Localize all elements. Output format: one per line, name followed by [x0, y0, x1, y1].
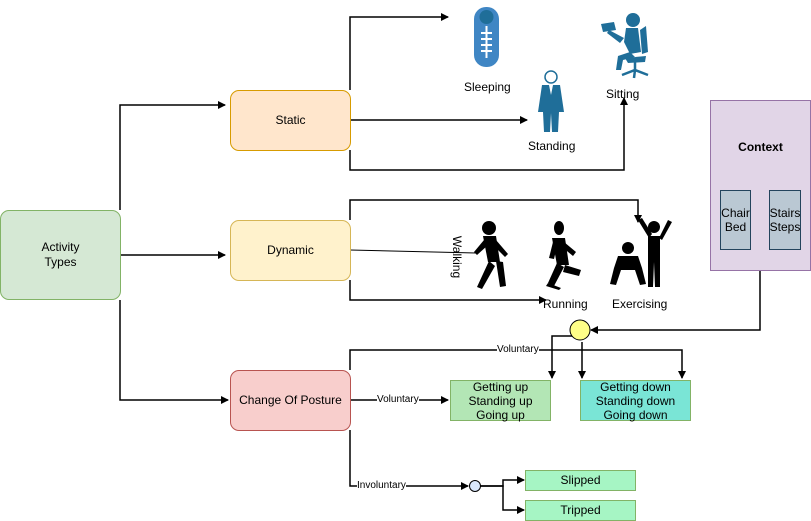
sleeping-icon [474, 7, 499, 67]
edge-fall-slipped [480, 476, 525, 487]
voluntary-top-label: Voluntary [497, 344, 539, 356]
context-junction [569, 319, 591, 341]
voluntary-down-node: Getting down Standing down Going down [580, 380, 691, 422]
edge-static-sleeping [349, 13, 449, 90]
edge-dynamic-exercising [349, 199, 642, 223]
stairs-steps-node: Stairs Steps [769, 190, 801, 250]
chair-bed-node: Chair Bed [720, 190, 751, 250]
edge-fall-tripped [480, 485, 525, 514]
exercising-icon [610, 218, 672, 287]
involuntary-label: Involuntary [357, 480, 406, 492]
edge-posture-fall [349, 430, 469, 490]
standing-icon [538, 70, 564, 132]
static-node: Static [230, 90, 351, 151]
voluntary-mid-label: Voluntary [377, 394, 419, 406]
activity-types-node: Activity Types [0, 210, 121, 300]
edge-static-sitting [349, 97, 628, 171]
change-of-posture-node: Change Of Posture [230, 370, 351, 431]
dynamic-node: Dynamic [230, 220, 351, 281]
sitting-label: Sitting [606, 87, 640, 101]
running-icon [546, 221, 581, 290]
edge-dynamic-walking [349, 249, 477, 254]
exercising-label: Exercising [612, 297, 668, 311]
running-label: Running [543, 297, 588, 311]
sitting-icon [601, 13, 649, 79]
voluntary-up-node: Getting up Standing up Going up [450, 380, 551, 422]
sleeping-label: Sleeping [464, 80, 511, 94]
edge-root-posture [119, 300, 229, 404]
edge-dynamic-running [349, 280, 547, 304]
standing-label: Standing [528, 139, 576, 153]
context-title: Context [738, 140, 783, 154]
edge-junction-up [548, 335, 573, 379]
walking-icon [474, 221, 508, 289]
fall-junction [469, 480, 481, 492]
edge-root-static [119, 101, 226, 210]
edge-context-junction [590, 270, 761, 334]
slipped-node: Slipped [525, 470, 636, 491]
walking-label: Walking [450, 235, 465, 279]
tripped-node: Tripped [525, 500, 636, 521]
